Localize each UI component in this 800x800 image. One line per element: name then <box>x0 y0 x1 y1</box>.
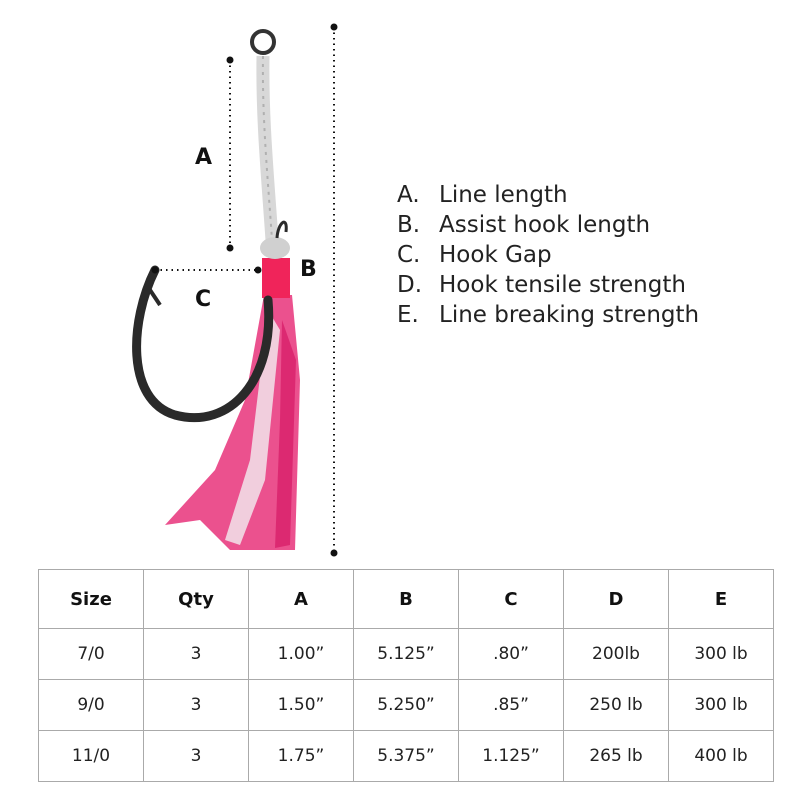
table-cell: 1.00” <box>248 628 354 680</box>
table-cell: 5.375” <box>353 730 459 782</box>
table-cell: 3 <box>143 679 249 731</box>
table-cell: 3 <box>143 730 249 782</box>
table-cell: .80” <box>458 628 564 680</box>
table-cell: 250 lb <box>563 679 669 731</box>
dimension-legend: A.Line length B.Assist hook length C.Hoo… <box>397 180 699 330</box>
dimension-a <box>226 56 234 252</box>
label-b: B <box>300 257 317 282</box>
legend-item: E.Line breaking strength <box>397 302 700 328</box>
braided-line <box>256 55 279 241</box>
dimension-b <box>330 23 338 557</box>
table-cell: 1.50” <box>248 679 354 731</box>
knot <box>260 237 290 259</box>
skirt <box>165 295 300 550</box>
assist-hook-diagram <box>132 23 338 557</box>
table-cell: 300 lb <box>668 628 774 680</box>
label-a: A <box>195 145 213 170</box>
table-cell: 3 <box>143 628 249 680</box>
hook <box>132 265 274 423</box>
table-cell: 9/0 <box>38 679 144 731</box>
legend-item: C.Hook Gap <box>397 242 552 268</box>
table-cell: 11/0 <box>38 730 144 782</box>
solid-ring <box>250 29 276 55</box>
table-cell: 7/0 <box>38 628 144 680</box>
dimension-c <box>151 266 262 274</box>
table-cell: 265 lb <box>563 730 669 782</box>
table-cell: 400 lb <box>668 730 774 782</box>
legend-item: A.Line length <box>397 182 568 208</box>
table-cell: 300 lb <box>668 679 774 731</box>
table-cell: 5.250” <box>353 679 459 731</box>
label-c: C <box>195 287 212 312</box>
table-cell: 1.75” <box>248 730 354 782</box>
table-cell: 5.125” <box>353 628 459 680</box>
table-cell: 1.125” <box>458 730 564 782</box>
table-cell: .85” <box>458 679 564 731</box>
table-cell: 200lb <box>563 628 669 680</box>
table-header-row: Size Qty A B C D E <box>38 569 774 629</box>
legend-item: B.Assist hook length <box>397 212 651 238</box>
legend-item: D.Hook tensile strength <box>397 272 686 298</box>
thread-wrap <box>262 258 290 298</box>
